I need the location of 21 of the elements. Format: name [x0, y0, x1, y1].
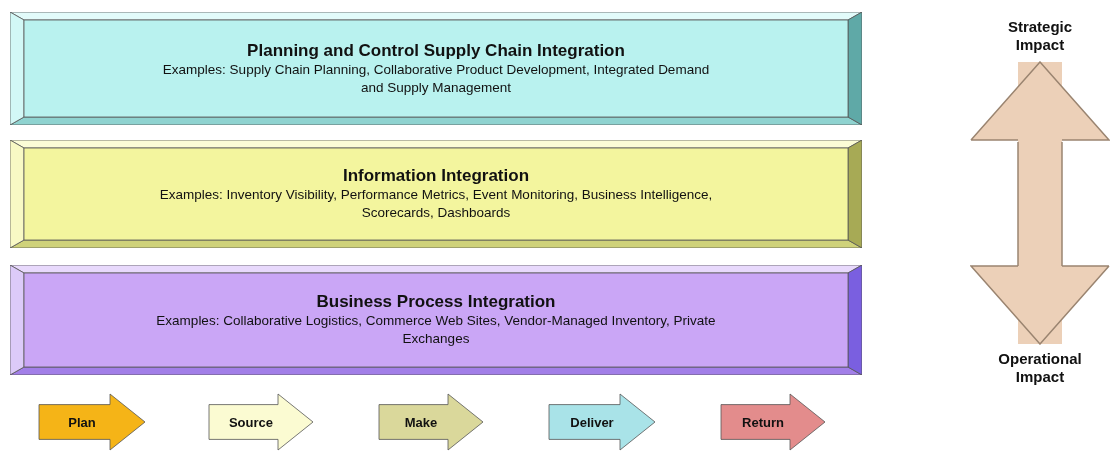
band-title: Business Process Integration: [316, 292, 556, 313]
band-examples: Examples: Collaborative Logistics, Commerce Web Sites, Vendor-Managed Inventory, Private Exchanges: [156, 312, 716, 348]
impact-label: Operational Impact: [997, 350, 1083, 386]
step-label: Deliver: [570, 414, 614, 430]
band-examples: Examples: Supply Chain Planning, Collaborative Product Development, Integrated Demand and Supply Management: [161, 60, 711, 97]
integration-band: [10, 12, 862, 125]
integration-band: [10, 265, 862, 375]
band-title: Planning and Control Supply Chain Integration: [247, 40, 625, 61]
impact-label: Strategic Impact: [1006, 18, 1074, 54]
step-label: Plan: [68, 414, 96, 430]
process-arrow: [548, 393, 656, 451]
process-arrow: [720, 393, 826, 451]
step-label: Make: [404, 414, 438, 430]
step-label: Return: [742, 414, 784, 430]
band-examples: Examples: Inventory Visibility, Performance Metrics, Event Monitoring, Business Intelligence, Scorecards, Dashboards: [158, 186, 714, 222]
process-arrow: [378, 393, 484, 451]
step-label: Source: [228, 414, 274, 430]
process-arrow: [38, 393, 146, 451]
process-arrow: [208, 393, 314, 451]
band-title: Information Integration: [342, 166, 529, 187]
integration-band: [10, 140, 862, 248]
